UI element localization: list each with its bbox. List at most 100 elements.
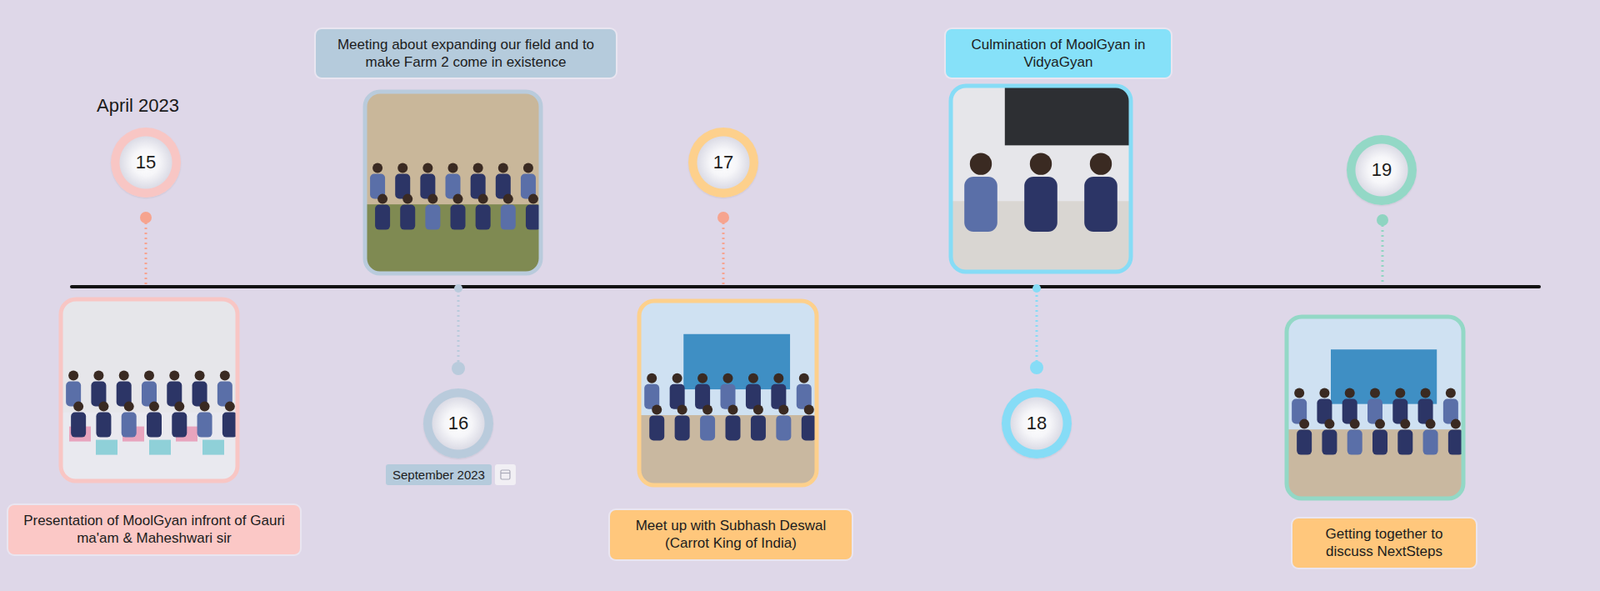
photo-figure-body (197, 412, 213, 438)
photo-frame (639, 300, 817, 485)
photo-figure-head (753, 404, 764, 415)
photo-figure-body (700, 415, 715, 440)
caption-text: September 2023 (392, 467, 485, 482)
photo-figure-body (121, 412, 137, 438)
stem-dot (1030, 360, 1044, 375)
date-number: 17 (713, 151, 734, 174)
photo-figure-head (498, 163, 509, 174)
photo-figure-head (372, 163, 383, 174)
photo (950, 85, 1131, 272)
dotted-stem (457, 290, 460, 363)
photo-figure-head (778, 404, 789, 415)
photo-figure-head (1450, 419, 1461, 430)
photo-figure-body (425, 205, 440, 230)
photo-figure-body (1321, 430, 1337, 455)
photo-figure-head (220, 370, 230, 381)
calendar-icon-outline (500, 470, 510, 480)
photo-figure-body (1296, 430, 1312, 455)
photo-figure-head (169, 370, 180, 381)
photo-frame (60, 299, 238, 481)
photo-figure-head (144, 370, 155, 381)
photo-print (202, 440, 225, 455)
photo-figure-head (93, 370, 104, 381)
photo-figure-head (149, 401, 160, 412)
photo (639, 300, 817, 485)
photo-figure-body (1448, 430, 1464, 455)
photo-figure-body (70, 412, 86, 438)
photo-frame (950, 85, 1131, 272)
photo (1286, 316, 1464, 499)
photo-frame (365, 91, 541, 274)
photo-table (60, 411, 238, 481)
photo-figure-body (475, 205, 491, 230)
photo-building (683, 334, 790, 390)
date-circle: 18 (1001, 388, 1072, 459)
photo-figure-head (1395, 388, 1405, 399)
photo-print (149, 440, 171, 455)
stem-dot (1376, 214, 1389, 226)
caption-box: Presentation of MoolGyan infront of Gaur… (8, 505, 300, 555)
photo-figure-head (1370, 388, 1380, 399)
photo-figure-body (750, 415, 766, 440)
photo-figure-body (375, 205, 390, 230)
month-label: April 2023 (96, 95, 180, 117)
photo-figure-head (748, 373, 759, 384)
date-circle: 16 (423, 388, 494, 459)
photo-background (365, 91, 541, 274)
photo-figure-head (1425, 419, 1436, 430)
photo-figure-head (422, 163, 433, 174)
stem-dot (140, 211, 152, 224)
caption-box: Meet up with Subhash Deswal (Carrot King… (610, 510, 852, 560)
photo-figure-head (1400, 419, 1410, 430)
photo-ground (1286, 429, 1464, 499)
date-number: 19 (1371, 159, 1392, 181)
stem-dot (717, 211, 730, 224)
photo-figure-head (478, 194, 489, 205)
photo-figure-head (1445, 388, 1456, 399)
photo-figure-head (448, 163, 459, 174)
photo-figure-head (377, 194, 388, 205)
photo-figure-head (804, 404, 815, 415)
dotted-stem (145, 222, 148, 285)
photo-figure-body (146, 412, 162, 438)
photo-frame (1286, 316, 1464, 499)
photo-figure-head (200, 401, 210, 412)
photo-figure-head (1420, 388, 1431, 399)
caption-text: Culmination of MoolGyan in VidyaGyan (955, 35, 1161, 72)
photo-print (95, 440, 118, 455)
photo-background (1286, 316, 1464, 499)
photo-figure-head (1319, 388, 1330, 399)
photo-figure-head (73, 401, 84, 412)
photo-figure-body (801, 415, 817, 440)
axis-dot (1032, 284, 1041, 293)
photo-figure-head (723, 373, 734, 384)
photo-figure-head (1345, 388, 1355, 399)
caption-text: Meet up with Subhash Deswal (Carrot King… (620, 516, 842, 553)
photo-figure-body (675, 415, 690, 440)
photo-figure-head (651, 404, 662, 415)
stem-dot (451, 361, 465, 375)
photo-figure-body (450, 205, 466, 230)
caption-box: Getting together to discuss NextSteps (1292, 518, 1476, 568)
axis-dot (454, 284, 463, 293)
timeline-axis (71, 285, 1540, 289)
photo-figure-head (677, 404, 688, 415)
photo-figure-head (1030, 152, 1052, 175)
photo-figure-body (725, 415, 741, 440)
photo-figure-head (1324, 419, 1335, 430)
photo-figure-head (68, 370, 79, 381)
photo-figure-head (402, 194, 413, 205)
photo-figure-head (702, 404, 713, 415)
photo-figure-body (500, 205, 516, 230)
caption-text: Presentation of MoolGyan infront of Gaur… (18, 511, 290, 548)
date-circle: 17 (688, 127, 759, 198)
calendar-icon-ground (495, 464, 516, 485)
dotted-stem (1381, 225, 1385, 285)
photo-ground (365, 204, 541, 274)
date-circle: 19 (1346, 135, 1417, 205)
photo-background (60, 299, 238, 481)
photo-figure-head (1090, 152, 1112, 175)
photo-figure-body (400, 205, 415, 230)
